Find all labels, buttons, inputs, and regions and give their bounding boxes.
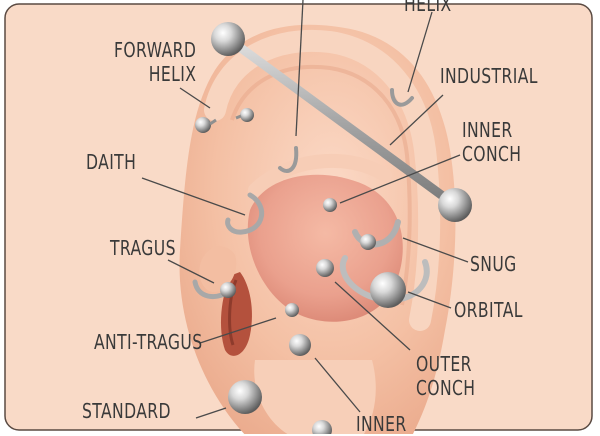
outer-conch-stud [316, 259, 334, 277]
snug-ring [352, 219, 401, 248]
daith-ring [225, 192, 265, 235]
anti-tragus-stud [285, 303, 299, 317]
orbital-ball [370, 272, 406, 308]
forward-helix-stud-1 [195, 117, 211, 133]
industrial-ball-bottom [438, 188, 472, 222]
lobe-stud-upper [289, 334, 311, 356]
label-standard: Standard [82, 399, 171, 423]
label-inner-lobe: Inner [356, 412, 407, 436]
ear-lobe [254, 360, 376, 434]
label-industrial: Industrial [440, 64, 538, 88]
label-snug: Snug [470, 252, 517, 276]
helix-top-ring [278, 146, 299, 173]
tragus-stud [220, 282, 236, 298]
industrial-bar [225, 35, 460, 210]
label-outer-conch: Outer Conch [416, 352, 476, 400]
forward-helix-stud-2 [240, 108, 254, 122]
helix-rim [204, 29, 441, 331]
label-forward-helix: Forward Helix [114, 38, 197, 86]
label-anti-tragus: Anti-Tragus [94, 330, 203, 354]
inner-lobe-stud [312, 420, 332, 434]
label-orbital: Orbital [454, 298, 523, 322]
snug-stud [360, 234, 376, 250]
helix-ring [390, 88, 414, 107]
label-daith: Daith [86, 150, 137, 174]
label-tragus: Tragus [110, 236, 176, 260]
label-inner-conch: Inner Conch [462, 118, 522, 166]
concha-bowl [247, 174, 403, 322]
industrial-ball-top [211, 22, 245, 56]
leader-lines [141, 0, 469, 419]
label-helix: Helix [404, 0, 452, 16]
inner-conch-stud [323, 198, 337, 212]
standard-lobe-stud [228, 380, 262, 414]
